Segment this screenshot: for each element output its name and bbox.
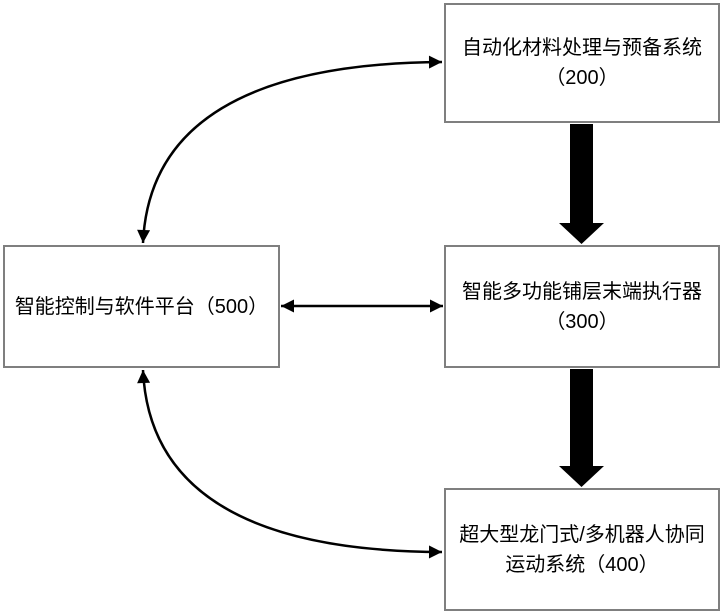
arrow-material-effector — [559, 124, 604, 244]
box-control-software-platform: 智能控制与软件平台（500） — [3, 245, 280, 368]
box-gantry-line2: 运动系统（400） — [505, 553, 659, 576]
box-material-preparation-system: 自动化材料处理与预备系统 （200） — [444, 3, 720, 123]
box-gantry-motion-system: 超大型龙门式/多机器人协同 运动系统（400） — [444, 488, 720, 611]
box-control-line1: 智能控制与软件平台（500） — [14, 295, 269, 318]
box-material-line2: （200） — [545, 67, 619, 89]
box-effector-line1: 智能多功能铺层末端执行器 — [462, 280, 702, 303]
box-material-line1: 自动化材料处理与预备系统 — [462, 37, 702, 59]
arrow-control-gantry — [137, 369, 443, 559]
box-layup-end-effector: 智能多功能铺层末端执行器 （300） — [444, 245, 720, 368]
box-gantry-line1: 超大型龙门式/多机器人协同 — [459, 523, 705, 546]
box-effector-line2: （300） — [545, 310, 619, 333]
arrow-effector-gantry — [559, 369, 604, 487]
arrow-control-material — [137, 55, 443, 244]
